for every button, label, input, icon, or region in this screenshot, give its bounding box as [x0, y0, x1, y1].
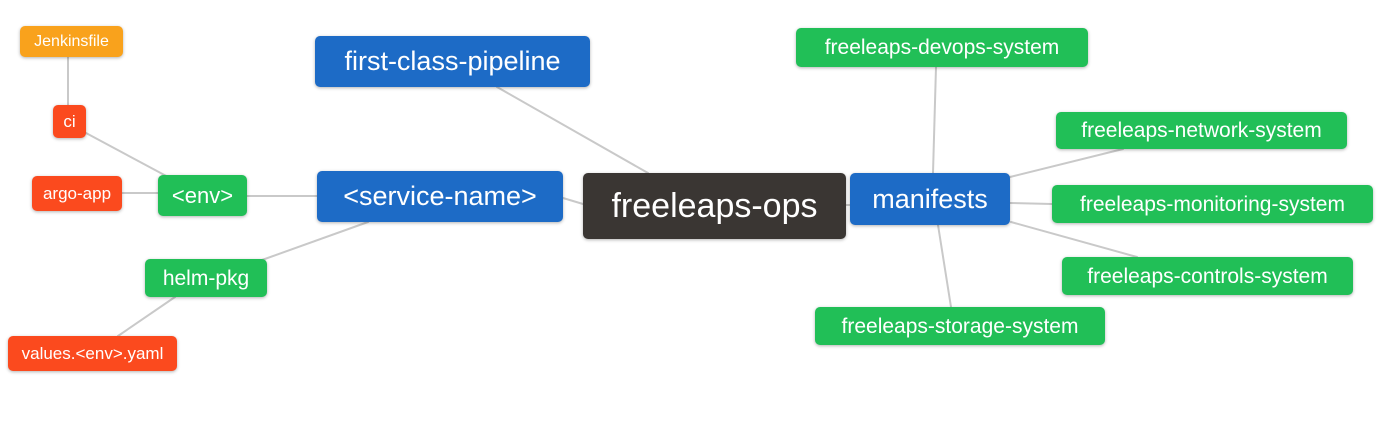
node-freeleaps-storage-system[interactable]: freeleaps-storage-system [815, 307, 1105, 345]
edge-manifests-to-freeleaps-storage-system [937, 224, 952, 308]
edge-manifests-to-freeleaps-devops-system [932, 66, 937, 174]
node-jenkinsfile[interactable]: Jenkinsfile [20, 26, 123, 57]
node-env[interactable]: <env> [158, 175, 247, 216]
node-freeleaps-controls-system[interactable]: freeleaps-controls-system [1062, 257, 1353, 295]
node-freeleaps-ops[interactable]: freeleaps-ops [583, 173, 846, 239]
edge-service-name-to-helm-pkg [261, 221, 369, 261]
node-label-freeleaps-ops: freeleaps-ops [611, 187, 818, 225]
node-label-freeleaps-monitoring-system: freeleaps-monitoring-system [1080, 192, 1345, 216]
node-freeleaps-network-system[interactable]: freeleaps-network-system [1056, 112, 1347, 149]
node-label-freeleaps-devops-system: freeleaps-devops-system [824, 36, 1060, 59]
edge-first-class-pipeline-to-freeleaps-ops [496, 86, 649, 174]
edge-manifests-to-freeleaps-monitoring-system [1009, 202, 1053, 205]
node-helm-pkg[interactable]: helm-pkg [145, 259, 267, 297]
node-label-freeleaps-network-system: freeleaps-network-system [1081, 119, 1322, 142]
node-label-jenkinsfile: Jenkinsfile [34, 32, 109, 50]
node-manifests[interactable]: manifests [850, 173, 1010, 225]
node-label-ci: ci [63, 112, 76, 131]
node-label-freeleaps-storage-system: freeleaps-storage-system [841, 314, 1079, 338]
edge-helm-pkg-to-values-env-yaml [117, 296, 176, 337]
edge-manifests-to-freeleaps-network-system [1009, 148, 1124, 178]
node-label-argo-app: argo-app [42, 184, 112, 203]
node-service-name[interactable]: <service-name> [317, 171, 563, 222]
edge-manifests-to-freeleaps-controls-system [1010, 221, 1138, 258]
node-label-env: <env> [171, 182, 234, 208]
node-label-service-name: <service-name> [343, 181, 537, 211]
node-first-class-pipeline[interactable]: first-class-pipeline [315, 36, 590, 87]
node-freeleaps-monitoring-system[interactable]: freeleaps-monitoring-system [1052, 185, 1373, 223]
node-values-env-yaml[interactable]: values.<env>.yaml [8, 336, 177, 371]
node-label-freeleaps-controls-system: freeleaps-controls-system [1087, 264, 1328, 288]
node-ci[interactable]: ci [53, 105, 86, 138]
node-label-helm-pkg: helm-pkg [162, 266, 250, 290]
node-argo-app[interactable]: argo-app [32, 176, 122, 211]
node-label-values-env-yaml: values.<env>.yaml [21, 344, 164, 363]
node-label-manifests: manifests [872, 183, 988, 214]
edge-ci-to-env [85, 132, 171, 179]
node-freeleaps-devops-system[interactable]: freeleaps-devops-system [796, 28, 1088, 67]
edge-service-name-to-freeleaps-ops [562, 197, 584, 205]
node-label-first-class-pipeline: first-class-pipeline [344, 46, 561, 76]
